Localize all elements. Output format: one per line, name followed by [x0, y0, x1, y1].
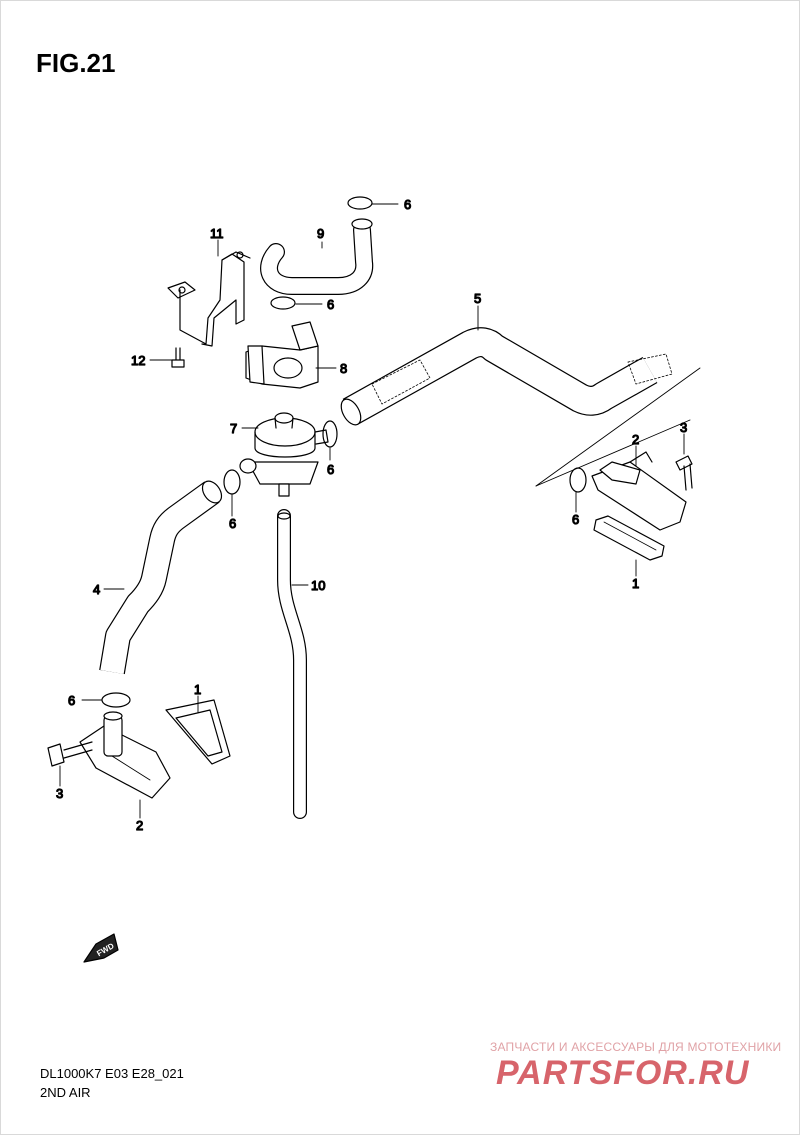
- part-6-clamp-b[interactable]: [270, 296, 296, 310]
- callout-18: 3: [56, 786, 63, 801]
- callout-0: 6: [404, 197, 411, 212]
- part-2-reed-cover-left[interactable]: [79, 711, 171, 799]
- callout-13: 1: [632, 576, 639, 591]
- part-10-hose[interactable]: [277, 509, 307, 819]
- watermark-tagline: ЗАПЧАСТИ И АКСЕССУАРЫ ДЛЯ МОТОТЕХНИКИ: [490, 1040, 782, 1054]
- part-1-reed-valve-left[interactable]: [165, 699, 231, 765]
- callout-7: 7: [230, 421, 237, 436]
- callout-10: 2: [632, 432, 639, 447]
- part-11-bracket[interactable]: [167, 251, 251, 347]
- figure-title: FIG.21: [36, 48, 116, 78]
- callout-16: 1: [194, 682, 201, 697]
- callout-11: 3: [680, 420, 687, 435]
- part-3-bolt-left[interactable]: [47, 741, 93, 767]
- callout-1: 9: [317, 226, 324, 241]
- part-6-clamp-f[interactable]: [101, 692, 131, 708]
- part-5-hose[interactable]: [337, 327, 673, 428]
- section-name: 2ND AIR: [40, 1085, 91, 1100]
- callout-9: 6: [229, 516, 236, 531]
- callout-15: 10: [311, 578, 325, 593]
- part-6-clamp-c[interactable]: [322, 420, 338, 448]
- watermark-brand: PARTSFOR.RU: [496, 1054, 750, 1092]
- part-7-valve[interactable]: [239, 412, 329, 497]
- callout-2: 11: [210, 226, 224, 241]
- part-2-reed-cover-right[interactable]: [591, 451, 687, 531]
- callout-5: 12: [131, 353, 145, 368]
- part-1-reed-valve-right[interactable]: [593, 515, 665, 561]
- part-4-hose[interactable]: [99, 478, 225, 675]
- callout-19: 2: [136, 818, 143, 833]
- part-9-hose[interactable]: [260, 218, 374, 295]
- part-6-clamp-d[interactable]: [223, 469, 241, 495]
- callout-14: 4: [93, 582, 100, 597]
- callout-6: 8: [340, 361, 347, 376]
- part-6-clamp-a[interactable]: [347, 196, 373, 210]
- part-12-screw[interactable]: [171, 347, 185, 368]
- callout-4: 5: [474, 291, 481, 306]
- cylinder-head-plane-outline: [535, 367, 701, 487]
- part-3-bolt-right[interactable]: [675, 455, 693, 491]
- callout-8: 6: [327, 462, 334, 477]
- callout-17: 6: [68, 693, 75, 708]
- part-8-holder[interactable]: [245, 321, 319, 389]
- callout-3: 6: [327, 297, 334, 312]
- leader-lines: [59, 203, 685, 819]
- model-code: DL1000K7 E03 E28_021: [40, 1066, 184, 1081]
- part-6-clamp-e[interactable]: [569, 467, 587, 493]
- callout-12: 6: [572, 512, 579, 527]
- fwd-arrow-icon: [83, 933, 119, 963]
